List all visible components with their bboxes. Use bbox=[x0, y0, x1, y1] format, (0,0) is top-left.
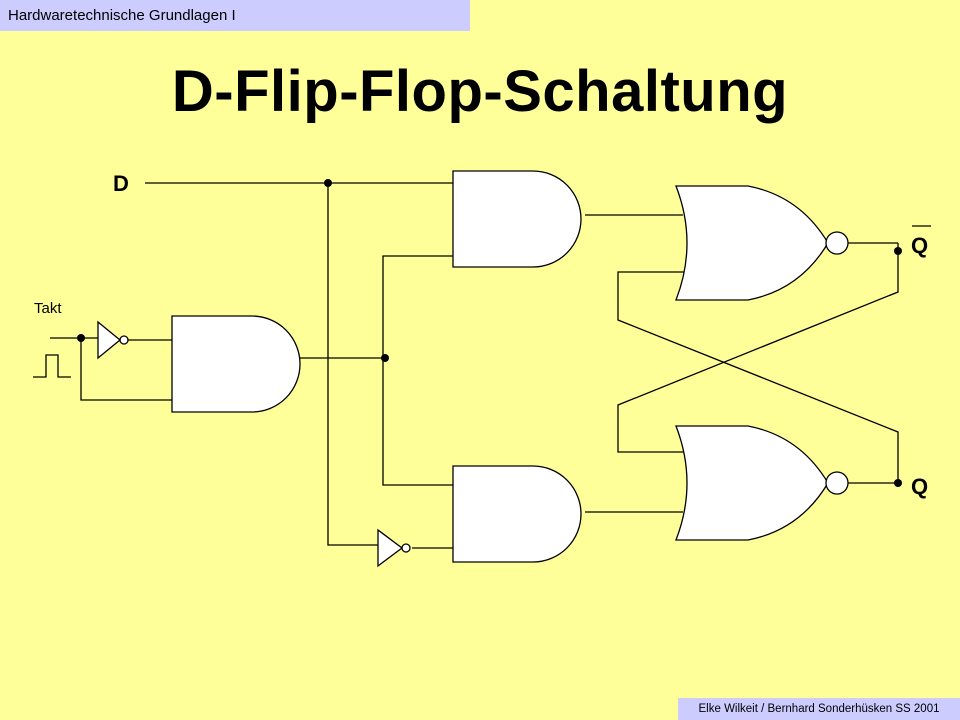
wire-feedback-qbar bbox=[617, 243, 899, 453]
junction-clock bbox=[77, 334, 85, 342]
wire-feedback-q bbox=[617, 271, 899, 483]
nor-gate-bottom bbox=[675, 425, 829, 541]
wire-d-vertical bbox=[327, 183, 378, 546]
and-gate-bottom bbox=[452, 465, 582, 563]
wire-clock-to-top-and bbox=[382, 255, 453, 358]
inverter-clock bbox=[97, 320, 122, 360]
wire-clock-to-bottom-and bbox=[382, 358, 453, 486]
junction-q bbox=[894, 479, 902, 487]
label-clock: Takt bbox=[34, 300, 62, 317]
junction-d bbox=[324, 179, 332, 187]
inverter-data bbox=[377, 528, 404, 568]
slide-title: D-Flip-Flop-Schaltung bbox=[171, 59, 789, 124]
label-d-input: D bbox=[113, 171, 129, 196]
junction-clock-and bbox=[381, 354, 389, 362]
clock-pulse-icon bbox=[33, 354, 71, 378]
label-q: Q bbox=[911, 474, 928, 499]
junction-q-bar bbox=[894, 247, 902, 255]
nor-gate-top bbox=[675, 185, 829, 301]
nor-gate-top-bubble bbox=[825, 231, 849, 255]
inverter-clock-bubble bbox=[119, 335, 129, 345]
nor-gate-bottom-bubble bbox=[825, 471, 849, 495]
and-gate-clock bbox=[171, 315, 301, 413]
wire-clock-branch bbox=[80, 338, 172, 401]
inverter-data-bubble bbox=[401, 543, 411, 553]
and-gate-top bbox=[452, 170, 582, 268]
label-q-bar: Q bbox=[911, 233, 928, 258]
course-header: Hardwaretechnische Grundlagen I bbox=[0, 0, 470, 31]
footer-authors: Elke Wilkeit / Bernhard Sonderhüsken SS … bbox=[678, 698, 960, 720]
